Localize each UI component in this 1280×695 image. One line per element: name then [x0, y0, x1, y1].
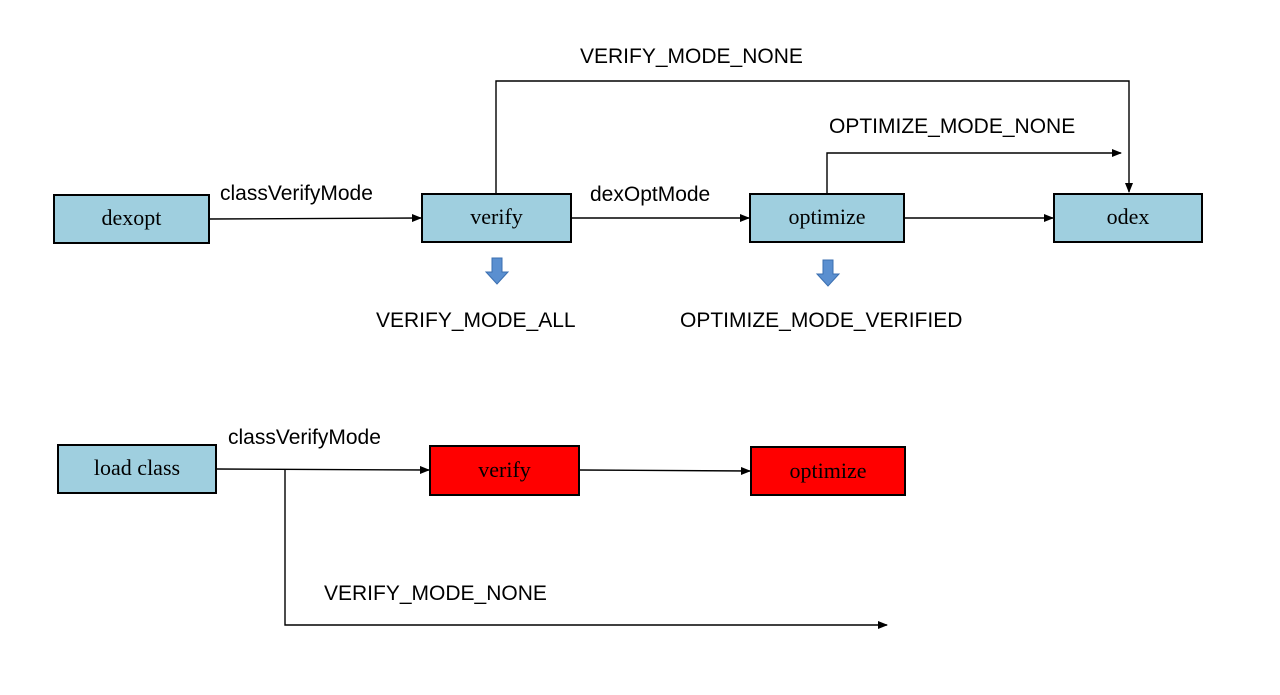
connector-optimize-bypass — [826, 149, 1122, 193]
connector-dexopt-to-verify — [208, 214, 422, 223]
node-verify: verify — [421, 193, 572, 243]
node-load-class-label: load class — [94, 455, 180, 480]
node-odex-label: odex — [1107, 204, 1150, 229]
label-class-verify-mode-bottom: classVerifyMode — [228, 426, 381, 449]
node-optimize-bottom-label: optimize — [790, 458, 867, 483]
node-optimize: optimize — [749, 193, 905, 243]
label-verify-mode-none-top: VERIFY_MODE_NONE — [580, 45, 803, 68]
node-load-class: load class — [57, 444, 217, 494]
node-optimize-bottom: optimize — [750, 446, 906, 496]
node-verify-bottom-label: verify — [478, 457, 531, 482]
down-arrow-icon — [815, 259, 841, 287]
connector-load-class-to-verify — [215, 465, 430, 474]
label-verify-mode-none-bottom: VERIFY_MODE_NONE — [324, 582, 547, 605]
label-optimize-mode-none: OPTIMIZE_MODE_NONE — [829, 115, 1075, 138]
label-verify-mode-all: VERIFY_MODE_ALL — [376, 309, 576, 332]
connector-verify-skip — [284, 469, 888, 629]
node-odex: odex — [1053, 193, 1203, 243]
label-dex-opt-mode: dexOptMode — [590, 183, 710, 206]
node-optimize-label: optimize — [789, 204, 866, 229]
down-arrow-icon — [484, 257, 510, 285]
node-verify-label: verify — [470, 204, 523, 229]
node-verify-bottom: verify — [429, 445, 580, 496]
label-optimize-mode-verified: OPTIMIZE_MODE_VERIFIED — [680, 309, 962, 332]
connector-verify-bypass-to-odex — [495, 80, 1133, 193]
node-dexopt: dexopt — [53, 194, 210, 244]
connector-verify-to-optimize-bottom — [578, 466, 751, 475]
label-class-verify-mode-top: classVerifyMode — [220, 182, 373, 205]
node-dexopt-label: dexopt — [102, 205, 162, 230]
